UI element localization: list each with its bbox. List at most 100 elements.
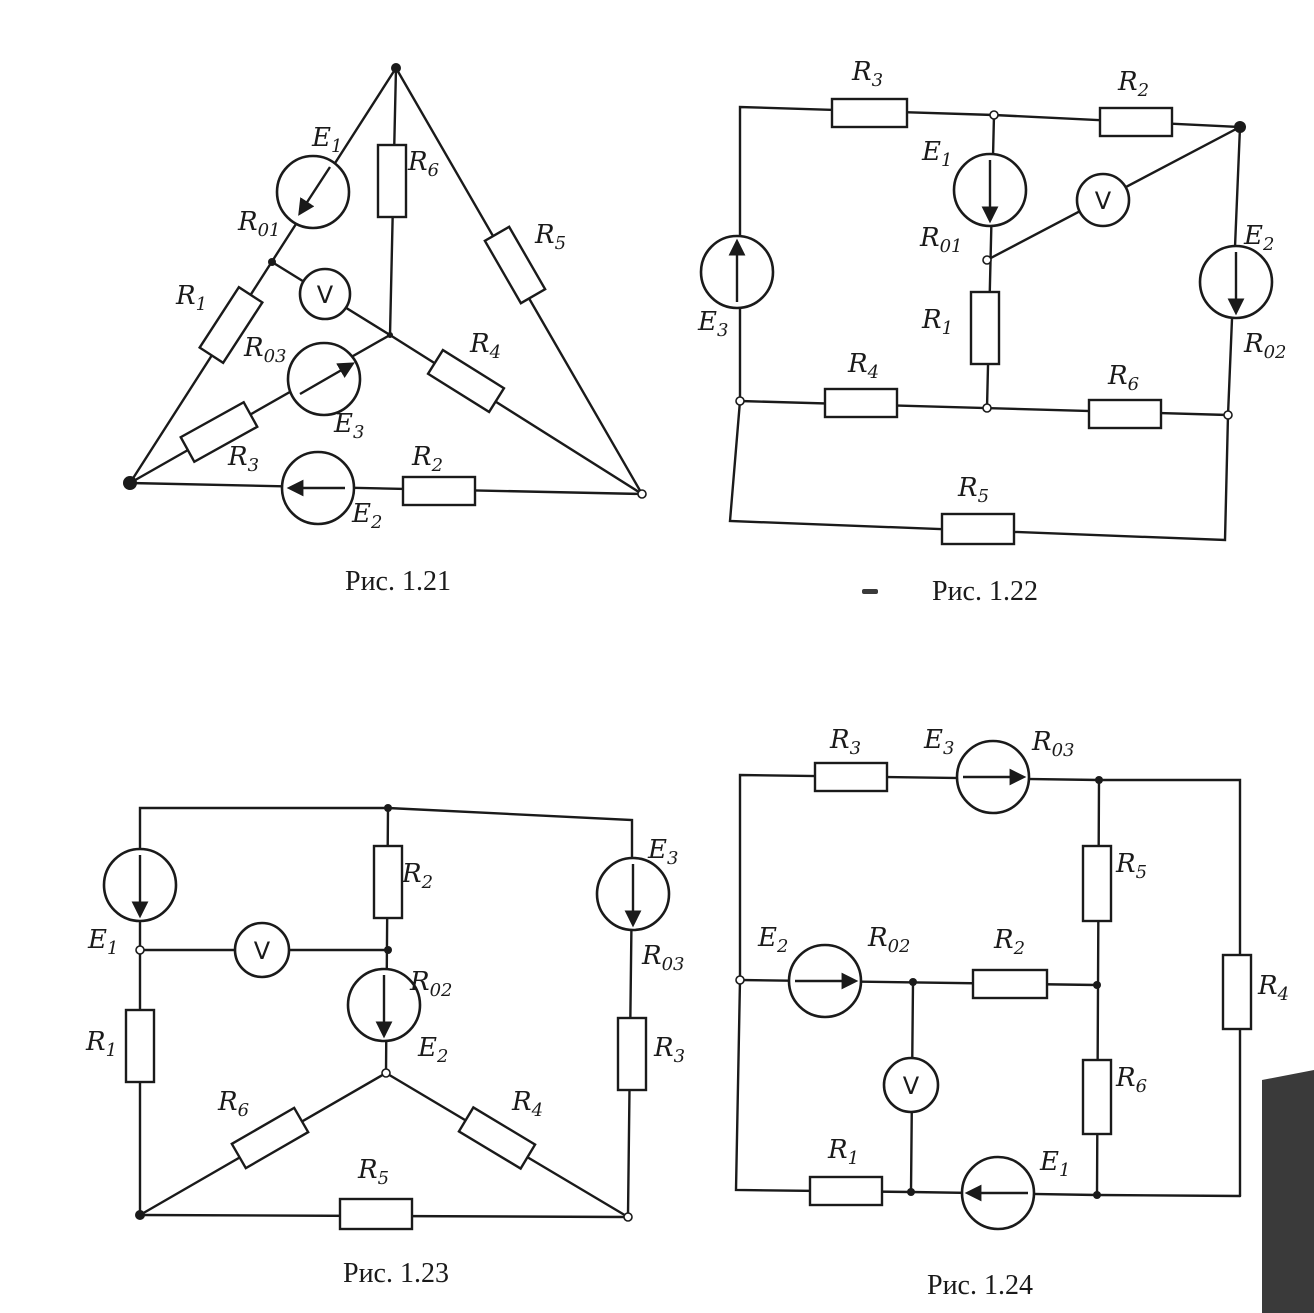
label-r5: R5 [357, 1155, 389, 1189]
resistor-r1 [197, 285, 265, 365]
resistor-r2 [1098, 106, 1174, 138]
label-e1: E1 [1039, 1147, 1070, 1181]
node [387, 332, 393, 338]
resistor-r6 [1087, 398, 1163, 430]
node [982, 255, 992, 265]
wire [128, 66, 398, 485]
label-e3: E3 [647, 835, 678, 869]
node [735, 975, 745, 985]
figure-caption: Рис. 1.22 [932, 576, 1038, 607]
node [907, 1188, 915, 1196]
figure-caption: Рис. 1.24 [927, 1270, 1033, 1301]
resistor-r2 [971, 968, 1049, 1000]
scan-shadow [1262, 1070, 1314, 1313]
resistor-r5 [1081, 844, 1113, 923]
voltmeter-label: V [1095, 187, 1112, 215]
node [384, 804, 392, 812]
label-r01: R01 [237, 207, 280, 241]
node [384, 946, 392, 954]
label-r6: R6 [407, 147, 439, 181]
label-r2: R2 [401, 859, 433, 893]
resistor-r6 [1081, 1058, 1113, 1136]
arrow-icon [299, 362, 355, 396]
resistor-r4 [823, 387, 899, 419]
label-e3: E3 [333, 409, 364, 443]
label-r4: R4 [511, 1087, 543, 1121]
label-r1: R1 [85, 1027, 117, 1061]
label-r3: R3 [851, 57, 883, 91]
node [391, 63, 401, 73]
label-r3: R3 [227, 442, 259, 476]
label-r2: R2 [993, 925, 1025, 959]
label-e1: E1 [311, 123, 342, 157]
label-e1: E1 [87, 925, 118, 959]
resistor-r6 [230, 1106, 310, 1170]
label-e3: E3 [923, 725, 954, 759]
figure-1-21: V E1 R01 R6 R5 R1 R03 R4 E3 R3 R2 E2 Рис… [123, 63, 647, 597]
label-r03: R03 [243, 333, 286, 367]
resistor-r3 [616, 1016, 648, 1092]
label-e2: E2 [757, 923, 788, 957]
label-e2: E2 [351, 499, 382, 533]
node [1093, 1191, 1101, 1199]
wire [128, 481, 644, 496]
label-e2: E2 [417, 1033, 448, 1067]
label-r5: R5 [534, 220, 566, 254]
wire [388, 333, 644, 496]
label-e3: E3 [697, 307, 728, 341]
label-r4: R4 [1257, 971, 1289, 1005]
scan-mark [862, 589, 878, 594]
node [982, 403, 992, 413]
label-r2: R2 [1117, 67, 1149, 101]
resistor-r6 [376, 143, 408, 219]
figure-1-23: V R2 E3 E1 R03 R02 E2 R1 R3 R6 R4 R5 Рис… [85, 804, 685, 1289]
label-r02: R02 [409, 967, 452, 1001]
node [1095, 776, 1103, 784]
node [1093, 981, 1101, 989]
resistor-r2 [401, 475, 477, 507]
label-r3: R3 [829, 725, 861, 759]
resistor-r2 [372, 844, 404, 920]
voltmeter [298, 267, 352, 321]
voltmeter-label: V [254, 937, 271, 965]
figure-caption: Рис. 1.21 [345, 566, 451, 597]
node [1223, 410, 1233, 420]
voltmeter-label: V [317, 281, 334, 309]
resistor-r4 [1221, 953, 1253, 1031]
label-r5: R5 [957, 473, 989, 507]
label-r1: R1 [827, 1135, 859, 1169]
resistor-r4 [426, 348, 506, 414]
resistor-r3 [179, 400, 259, 464]
label-r1: R1 [175, 281, 207, 315]
node [1234, 121, 1246, 133]
resistor-r1 [808, 1175, 884, 1207]
label-r6: R6 [217, 1087, 249, 1121]
figure-caption: Рис. 1.23 [343, 1258, 449, 1289]
resistor-r3 [830, 97, 909, 129]
label-e1: E1 [921, 137, 952, 171]
label-r5: R5 [1115, 849, 1147, 883]
label-e2: E2 [1243, 221, 1274, 255]
label-r4: R4 [847, 349, 879, 383]
figure-1-22: V R3 R2 E1 R01 E2 R02 R1 E3 R4 R6 R5 Рис… [697, 57, 1286, 607]
node [268, 258, 276, 266]
label-r4: R4 [469, 329, 501, 363]
resistor-r3 [813, 761, 889, 793]
resistor-r5 [940, 512, 1016, 546]
node [623, 1212, 633, 1222]
label-r1: R1 [921, 305, 953, 339]
voltmeter [882, 1056, 940, 1114]
resistor-r1 [124, 1008, 156, 1084]
node [909, 978, 917, 986]
label-r6: R6 [1115, 1063, 1147, 1097]
node [989, 110, 999, 120]
node [135, 1210, 145, 1220]
resistor-r4 [457, 1105, 537, 1171]
node [735, 396, 745, 406]
label-r02: R02 [1243, 329, 1286, 363]
label-r6: R6 [1107, 361, 1139, 395]
voltmeter [233, 921, 291, 979]
node [123, 476, 137, 490]
resistor-r5 [338, 1197, 414, 1231]
